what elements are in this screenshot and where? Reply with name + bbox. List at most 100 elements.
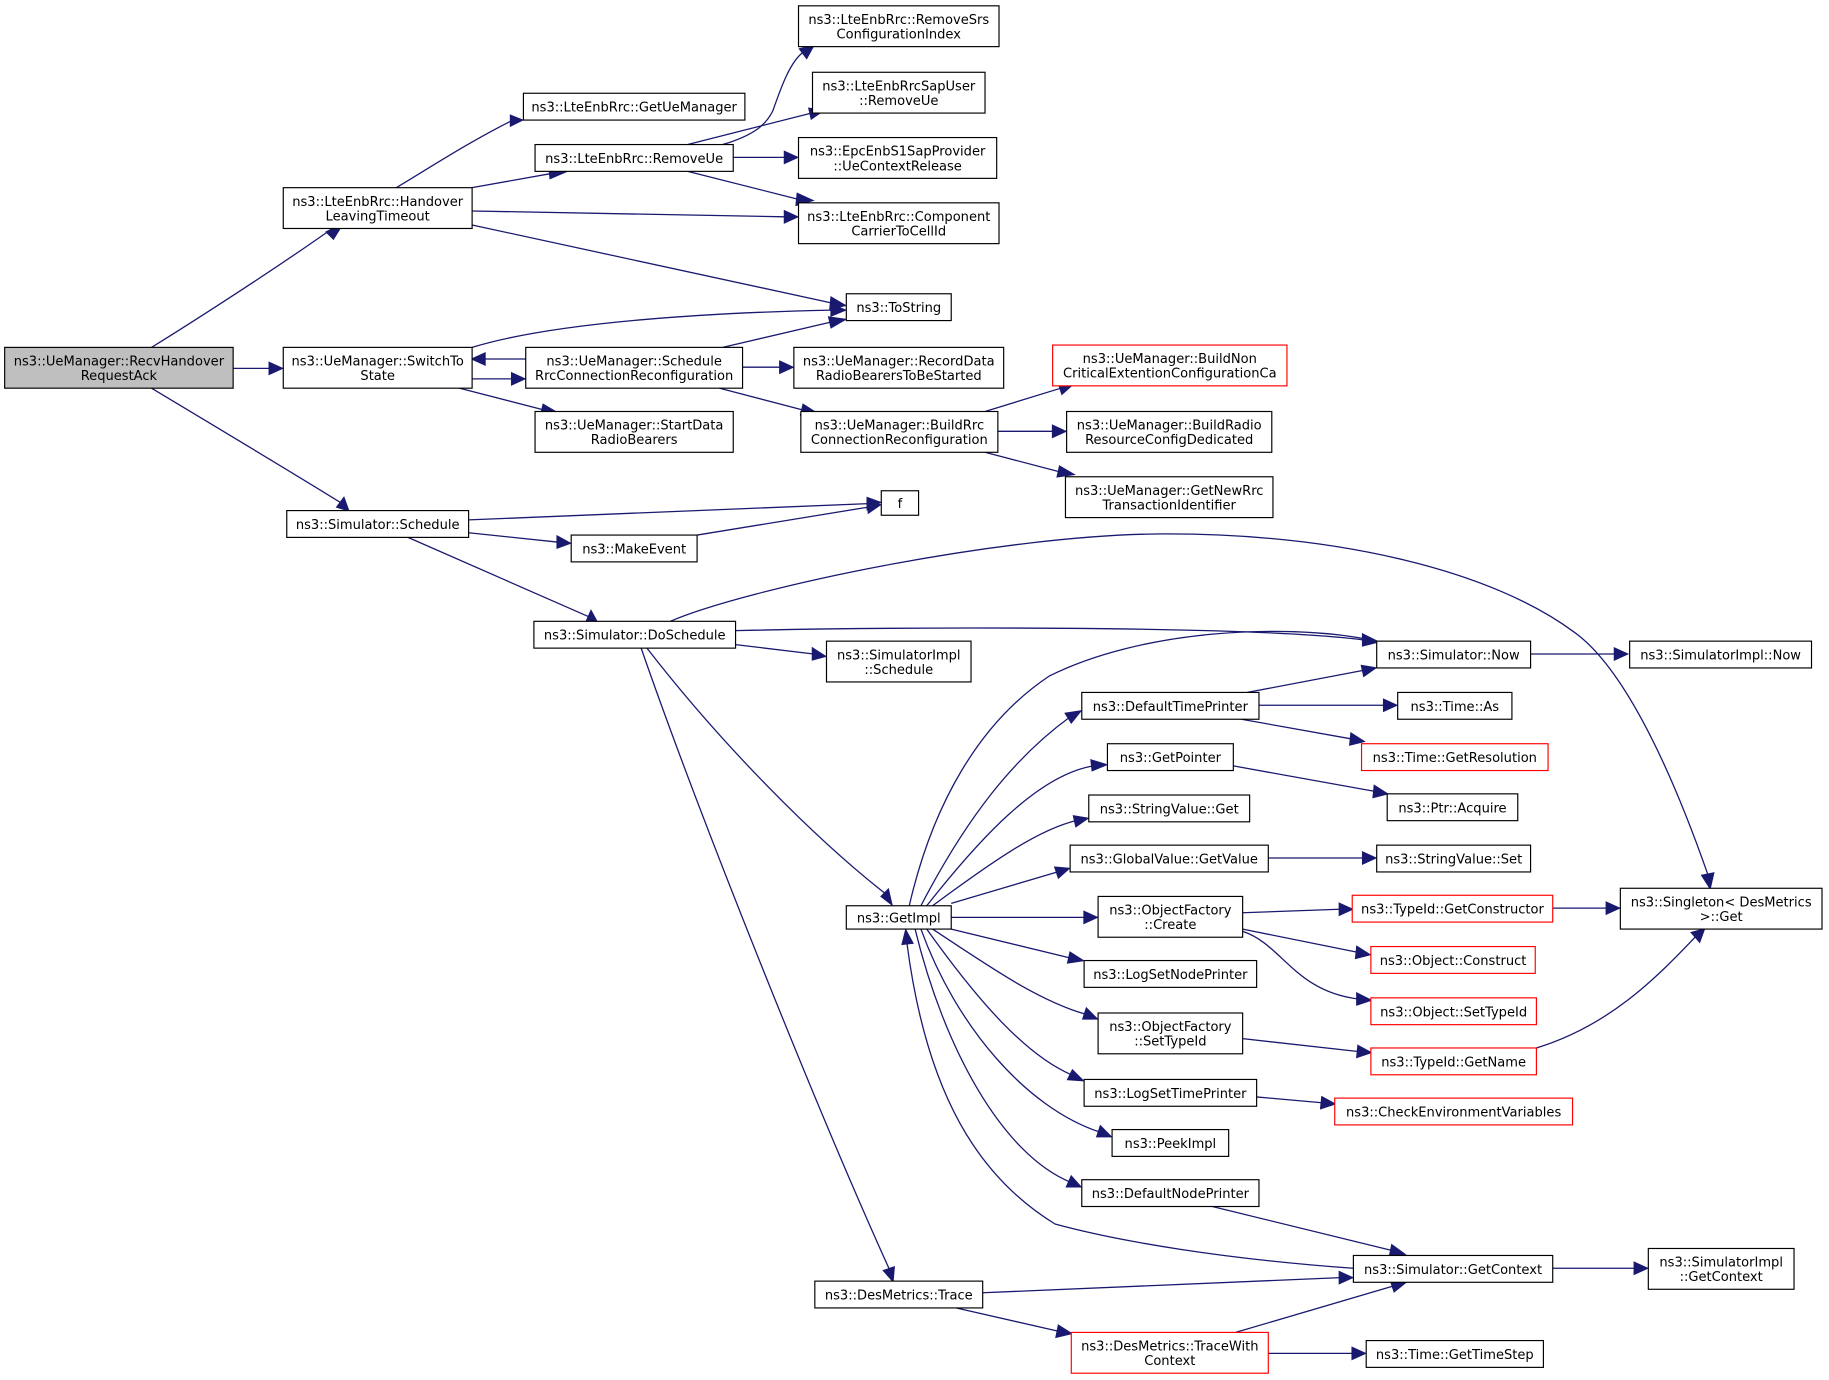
edge-n24-to-n29 (932, 815, 1090, 907)
edge-line (719, 387, 805, 411)
arrowhead-icon (779, 360, 795, 375)
graph-node-n31[interactable]: ns3::ObjectFactory::Create (1097, 895, 1244, 938)
arrowhead-icon (268, 361, 284, 376)
graph-node-n42[interactable]: ns3::Object::Construct (1370, 945, 1536, 974)
nodes-group: ns3::UeManager::RecvHandoverRequestAckns… (4, 5, 1823, 1374)
arrowhead-icon (556, 534, 572, 549)
graph-node-n43[interactable]: ns3::Object::SetTypeId (1370, 997, 1537, 1026)
node-box (1070, 1331, 1269, 1374)
graph-node-n44[interactable]: ns3::TypeId::GetName (1370, 1047, 1537, 1076)
graph-node-n4[interactable]: ns3::LteEnbRrc::GetUeManager (522, 92, 746, 121)
graph-node-n47[interactable]: ns3::SimulatorImpl::GetContext (1647, 1247, 1795, 1290)
graph-node-n49[interactable]: ns3::Time::GetTimeStep (1365, 1339, 1544, 1368)
graph-node-n39[interactable]: ns3::Ptr::Acquire (1386, 793, 1519, 822)
graph-node-n23[interactable]: ns3::SimulatorImpl::Schedule (825, 640, 972, 683)
node-box (570, 534, 698, 563)
edge-n3-to-n18 (468, 496, 882, 521)
edge-n24-to-n32 (951, 928, 1086, 964)
node-label: ns3::LteEnbRrc::RemoveSrs (808, 13, 989, 28)
graph-node-n40[interactable]: ns3::StringValue::Set (1376, 844, 1532, 873)
arrowhead-icon (1095, 1124, 1113, 1138)
edge-line (1247, 669, 1365, 694)
graph-node-n29[interactable]: ns3::StringValue::Get (1088, 794, 1251, 823)
graph-node-n38[interactable]: ns3::Time::GetResolution (1360, 743, 1549, 772)
graph-node-n13[interactable]: ns3::UeManager::RecordDataRadioBearersTo… (793, 346, 1005, 389)
graph-node-n3[interactable]: ns3::Simulator::Schedule (286, 509, 470, 538)
graph-node-n45[interactable]: ns3::CheckEnvironmentVariables (1334, 1097, 1574, 1126)
edge-line (908, 630, 1366, 906)
graph-node-n8[interactable]: ns3::EpcEnbS1SapProvider::UeContextRelea… (797, 136, 998, 179)
node-label: CriticalExtentionConfigurationCa (1063, 367, 1277, 382)
edge-n20-to-n25 (640, 647, 895, 1283)
edge-line (984, 387, 1061, 413)
edge-n33-to-n44 (1242, 1038, 1373, 1059)
graph-node-n14[interactable]: ns3::UeManager::BuildRrcConnectionReconf… (800, 410, 999, 453)
node-label: ns3::DefaultTimePrinter (1093, 700, 1249, 715)
graph-node-n41[interactable]: ns3::TypeId::GetConstructor (1351, 894, 1554, 923)
edge-n20-to-n21 (670, 533, 1715, 891)
node-label: ns3::UeManager::StartData (545, 419, 724, 434)
arrowhead-icon (1349, 731, 1366, 746)
graph-node-n30[interactable]: ns3::GlobalValue::GetValue (1069, 844, 1269, 873)
edge-line (687, 170, 799, 200)
edge-line (151, 227, 333, 348)
graph-node-n6[interactable]: ns3::LteEnbRrc::RemoveSrsConfigurationIn… (797, 5, 1000, 48)
node-label: ns3::Object::SetTypeId (1380, 1005, 1527, 1020)
graph-node-n28[interactable]: ns3::GetPointer (1106, 743, 1234, 772)
edge-line (151, 387, 341, 503)
arrowhead-icon (1055, 1324, 1074, 1339)
edge-line (471, 224, 833, 304)
graph-node-n21[interactable]: ns3::Singleton< DesMetrics>::Get (1619, 887, 1823, 930)
graph-node-n34[interactable]: ns3::LogSetTimePrinter (1083, 1078, 1258, 1107)
arrowhead-icon (1090, 758, 1109, 772)
graph-node-n32[interactable]: ns3::LogSetNodePrinter (1083, 959, 1258, 988)
graph-node-n17[interactable]: ns3::UeManager::GetNewRrcTransactionIden… (1064, 476, 1274, 519)
edge-line (920, 928, 1100, 1133)
node-box (811, 71, 986, 114)
graph-node-n7[interactable]: ns3::LteEnbRrcSapUser::RemoveUe (811, 71, 986, 114)
node-label: ns3::UeManager::Schedule (546, 355, 721, 370)
graph-node-n27[interactable]: ns3::DefaultTimePrinter (1081, 691, 1260, 720)
node-label: ns3::Simulator::DoSchedule (544, 629, 726, 644)
node-box (525, 346, 744, 389)
graph-node-n10[interactable]: ns3::ToString (845, 293, 952, 322)
edge-line (696, 506, 869, 536)
edge-line (982, 1276, 1341, 1294)
graph-node-n11[interactable]: ns3::UeManager::ScheduleRrcConnectionRec… (525, 346, 744, 389)
arrowhead-icon (783, 209, 800, 224)
edge-layer (151, 44, 1715, 1361)
node-label: ns3::LogSetNodePrinter (1093, 968, 1248, 983)
graph-node-n36[interactable]: ns3::DefaultNodePrinter (1081, 1179, 1260, 1208)
node-label: ns3::SimulatorImpl::Now (1640, 649, 1801, 664)
arrowhead-icon (1319, 1095, 1337, 1110)
edge-n48-to-n46 (1235, 1280, 1408, 1334)
graph-node-n25[interactable]: ns3::DesMetrics::Trace (814, 1280, 984, 1309)
graph-node-n22[interactable]: ns3::Simulator::Now (1376, 640, 1532, 669)
node-box (4, 346, 234, 389)
node-box (534, 410, 734, 453)
graph-node-n15[interactable]: ns3::UeManager::BuildNonCriticalExtentio… (1052, 344, 1288, 387)
edge-n31-to-n41 (1242, 902, 1355, 917)
graph-node-n18[interactable]: f (880, 490, 920, 516)
node-label: TransactionIdentifier (1101, 498, 1236, 513)
graph-node-n5[interactable]: ns3::LteEnbRrc::RemoveUe (534, 143, 734, 172)
graph-node-n26[interactable]: ns3::SimulatorImpl::Now (1629, 640, 1813, 669)
graph-node-n24[interactable]: ns3::GetImpl (845, 905, 952, 930)
node-box (1365, 1339, 1544, 1368)
graph-node-n20[interactable]: ns3::Simulator::DoSchedule (533, 620, 737, 649)
graph-node-n16[interactable]: ns3::UeManager::BuildRadioResourceConfig… (1066, 410, 1273, 453)
graph-node-n33[interactable]: ns3::ObjectFactory::SetTypeId (1097, 1012, 1244, 1055)
graph-node-n46[interactable]: ns3::Simulator::GetContext (1352, 1254, 1554, 1283)
edge-line (1242, 930, 1359, 1000)
graph-node-n37[interactable]: ns3::Time::As (1397, 691, 1513, 720)
edge-n24-to-n34 (926, 928, 1085, 1082)
graph-node-n19[interactable]: ns3::MakeEvent (570, 534, 698, 563)
arrowhead-icon (510, 371, 527, 386)
graph-node-n35[interactable]: ns3::PeekImpl (1111, 1128, 1230, 1157)
